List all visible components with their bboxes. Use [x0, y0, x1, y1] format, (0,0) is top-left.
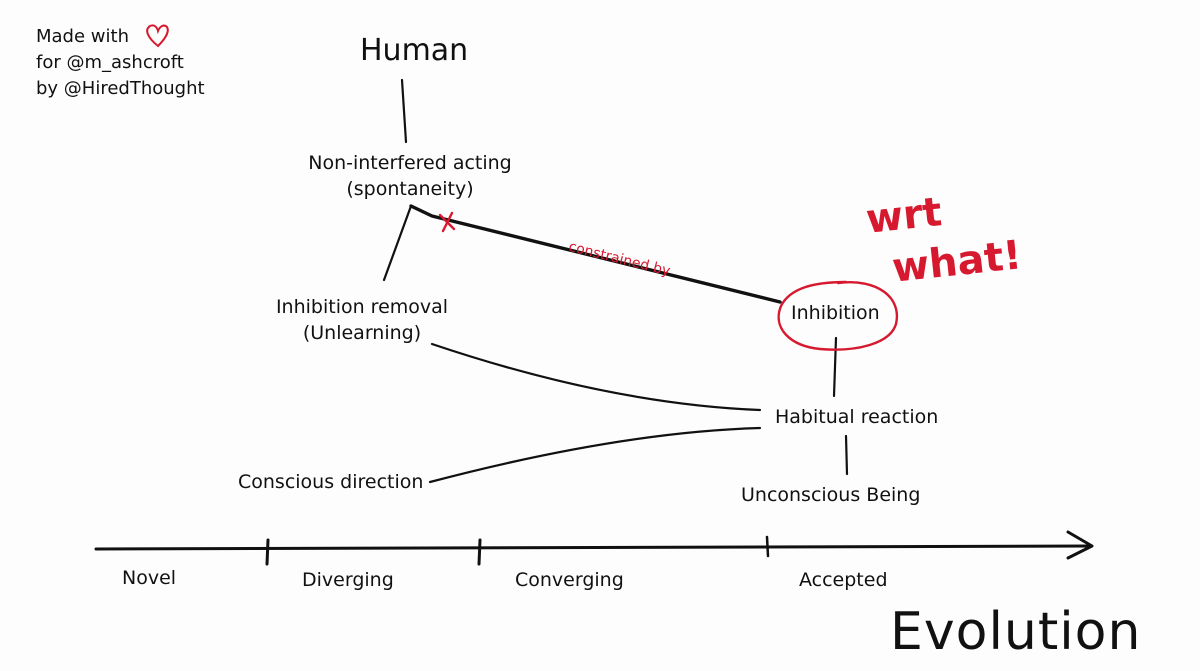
evolution-axis-line [94, 544, 1092, 551]
axis-stage-diverging: Diverging [302, 569, 394, 591]
node-inhibition: Inhibition [791, 302, 880, 324]
annotation-wrt: wrt [863, 189, 945, 243]
inhibition-highlight-circle [777, 280, 899, 351]
x-mark-icon [438, 211, 456, 233]
axis-tick-3 [765, 535, 770, 558]
connector-human-to-acting [400, 78, 408, 144]
arrowhead-icon [1066, 530, 1094, 560]
node-non-interfered-acting: Non-interfered acting (spontaneity) [300, 150, 520, 202]
credit-line-1: Made with [36, 26, 129, 47]
axis-stage-converging: Converging [515, 569, 624, 591]
node-conscious-direction: Conscious direction [238, 471, 424, 493]
heart-icon [146, 24, 169, 48]
node-inhibition-removal-line-2: (Unlearning) [302, 322, 422, 344]
connector-removal-to-habitual [430, 342, 762, 412]
axis-stage-novel: Novel [122, 567, 177, 589]
node-inhibition-removal-line-1: Inhibition removal [275, 296, 449, 318]
credit-line-2: for @m_ashcroft [36, 52, 184, 73]
credit-line-3: by @HiredThought [36, 78, 205, 99]
node-non-interfered-line-1: Non-interfered acting [308, 152, 512, 174]
axis-stage-accepted: Accepted [799, 569, 888, 591]
connector-conscious-to-habitual [428, 426, 762, 484]
connector-habitual-to-unconscious [844, 434, 849, 476]
connector-inhibition-to-habitual [832, 336, 838, 398]
connector-acting-to-removal [382, 204, 413, 282]
node-inhibition-removal: Inhibition removal (Unlearning) [262, 294, 462, 346]
node-habitual-reaction: Habitual reaction [775, 406, 939, 428]
axis-title-evolution: Evolution [890, 602, 1142, 662]
node-human: Human [360, 33, 469, 68]
axis-tick-1 [265, 538, 270, 566]
node-unconscious-being: Unconscious Being [741, 484, 921, 506]
axis-tick-2 [477, 538, 482, 566]
constrained-by-edge [409, 204, 782, 304]
node-non-interfered-line-2: (spontaneity) [346, 178, 474, 200]
